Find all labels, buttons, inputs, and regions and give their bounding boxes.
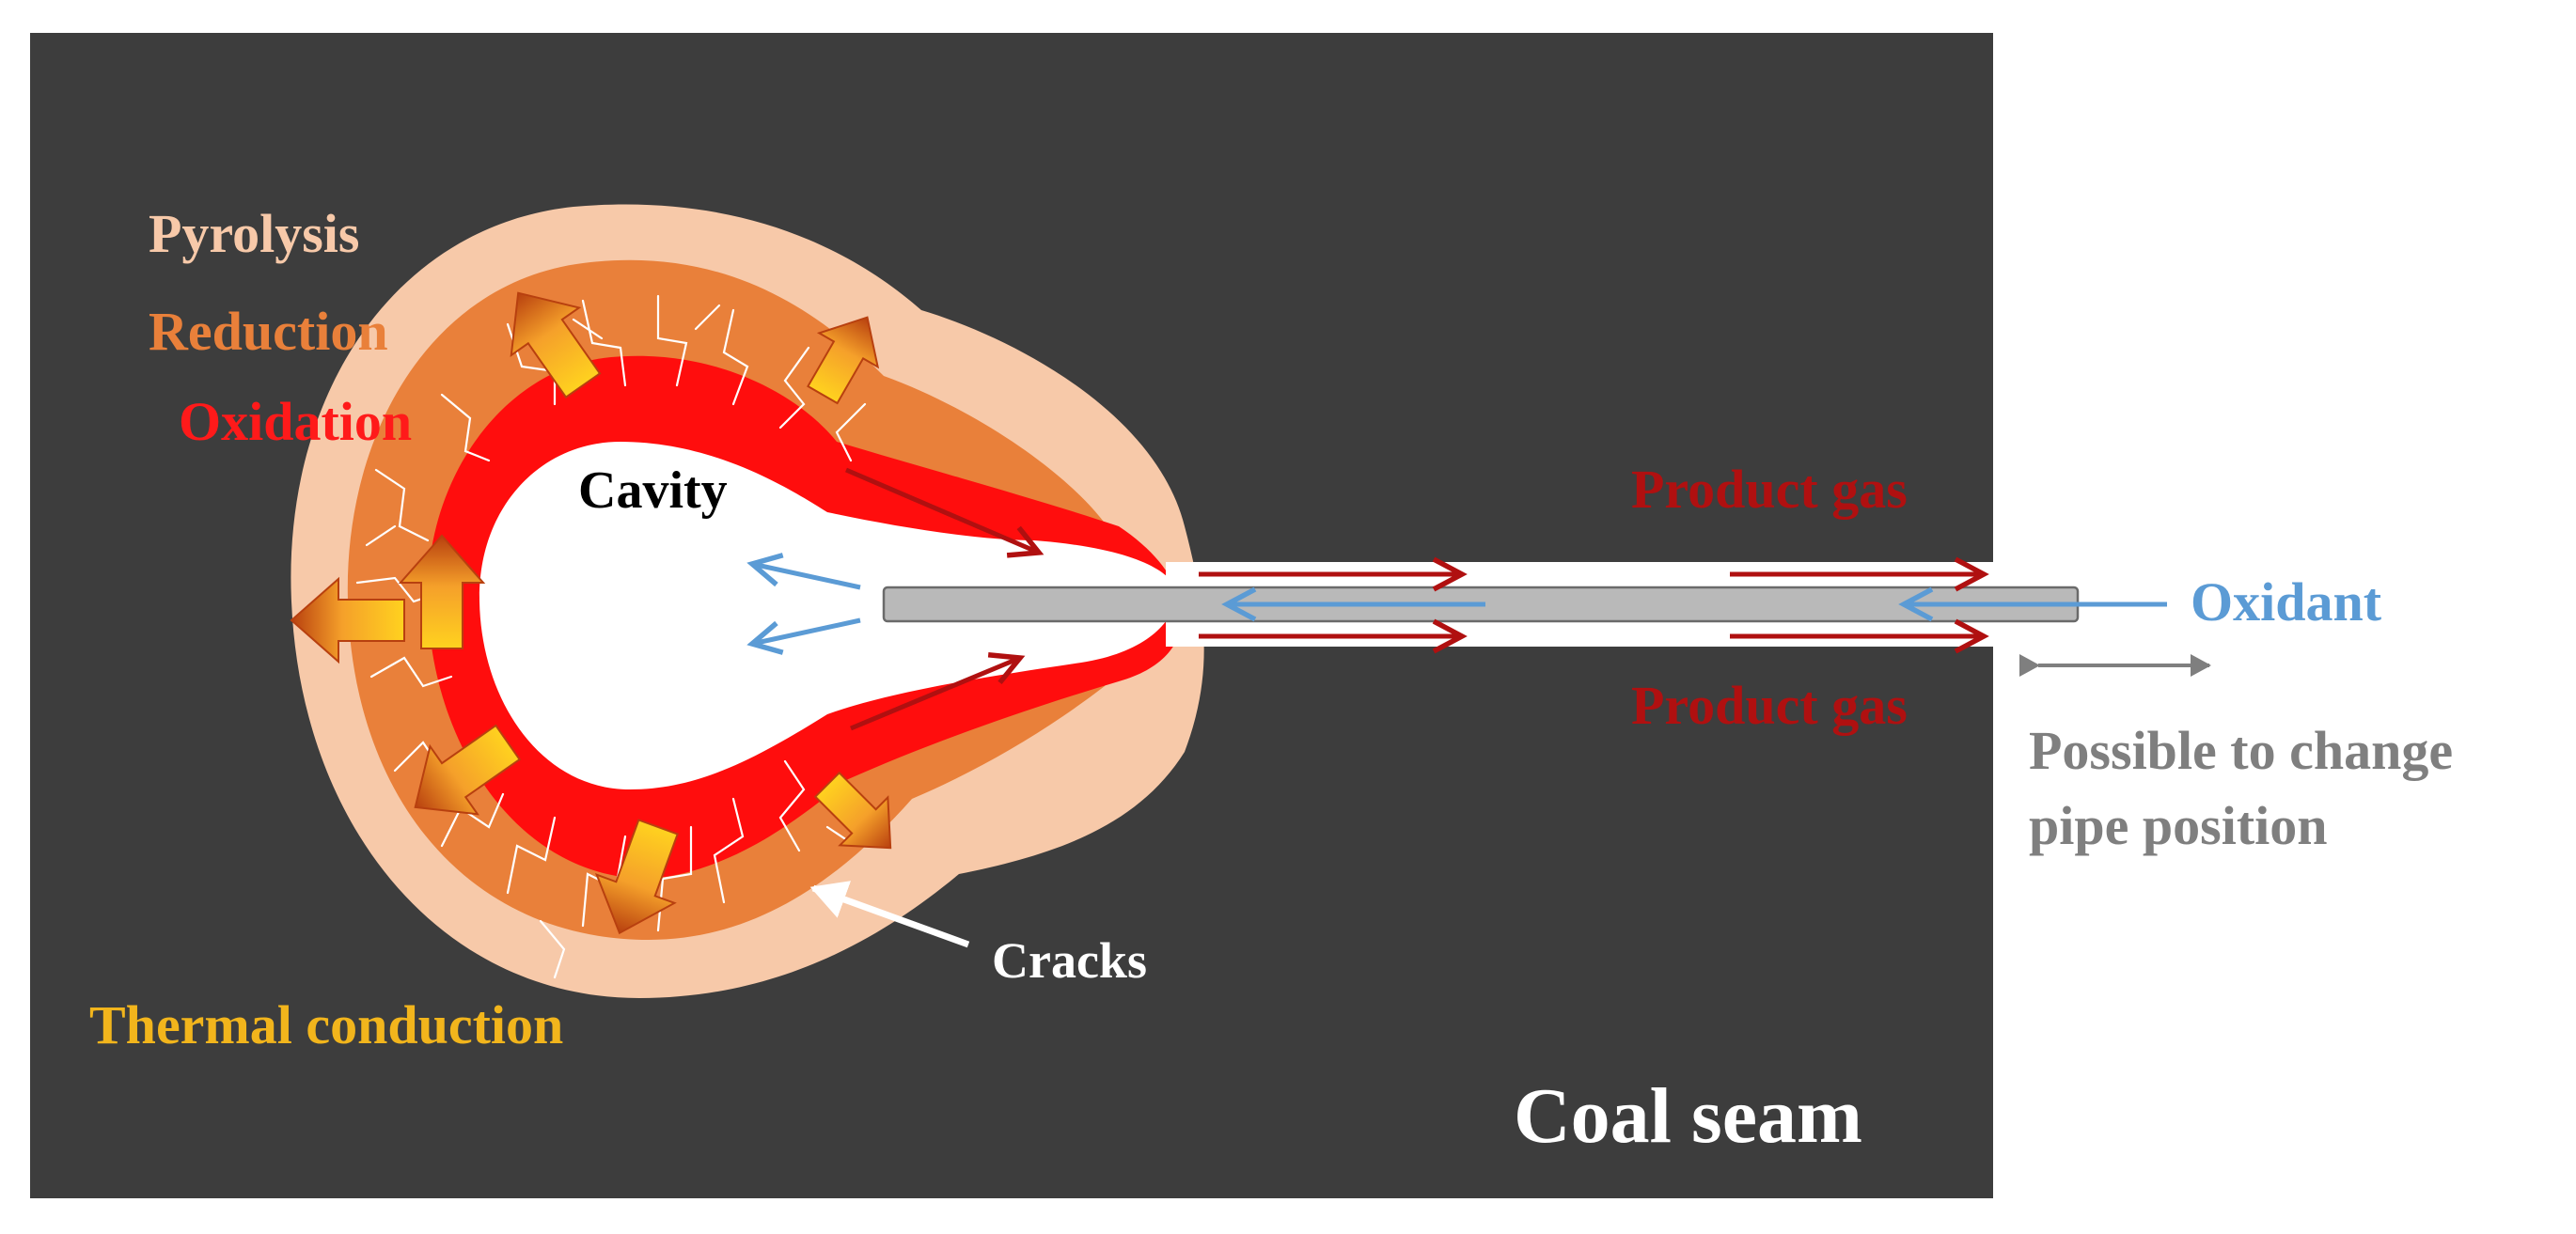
product-gas-top-label: Product gas bbox=[1631, 459, 1908, 520]
cracks-label: Cracks bbox=[992, 932, 1147, 989]
thermal-arrow-1 bbox=[398, 534, 486, 649]
cavity-zone bbox=[479, 442, 1177, 789]
cavity-label: Cavity bbox=[578, 461, 728, 520]
coal-seam-label: Coal seam bbox=[1514, 1072, 1862, 1160]
thermal-arrow-3 bbox=[510, 291, 602, 399]
pipe-note-line1: Possible to change bbox=[2029, 720, 2453, 781]
thermal-conduction-label: Thermal conduction bbox=[89, 994, 563, 1055]
thermal-arrow-4 bbox=[807, 316, 880, 405]
reduction-label: Reduction bbox=[149, 301, 388, 362]
cracks-pointer-arrow bbox=[809, 881, 970, 948]
oxidant-label: Oxidant bbox=[2191, 571, 2382, 633]
cavity-oxidant-arrow-bottom bbox=[746, 617, 861, 655]
thermal-arrow-2 bbox=[290, 576, 405, 664]
cavity-oxidant-arrow-top bbox=[746, 553, 861, 590]
oxidation-label: Oxidation bbox=[179, 391, 412, 452]
thermal-arrow-7 bbox=[813, 771, 892, 850]
product-gas-bottom-label: Product gas bbox=[1631, 675, 1908, 736]
thermal-arrows bbox=[290, 291, 892, 935]
thermal-arrow-5 bbox=[414, 724, 522, 816]
pyrolysis-label: Pyrolysis bbox=[149, 203, 360, 264]
cavity-gas-arrow-bottom bbox=[850, 652, 1026, 731]
pipe-note-line2: pipe position bbox=[2029, 795, 2328, 856]
thermal-arrow-6 bbox=[594, 819, 679, 935]
cavity-gas-arrow-top bbox=[845, 467, 1045, 558]
